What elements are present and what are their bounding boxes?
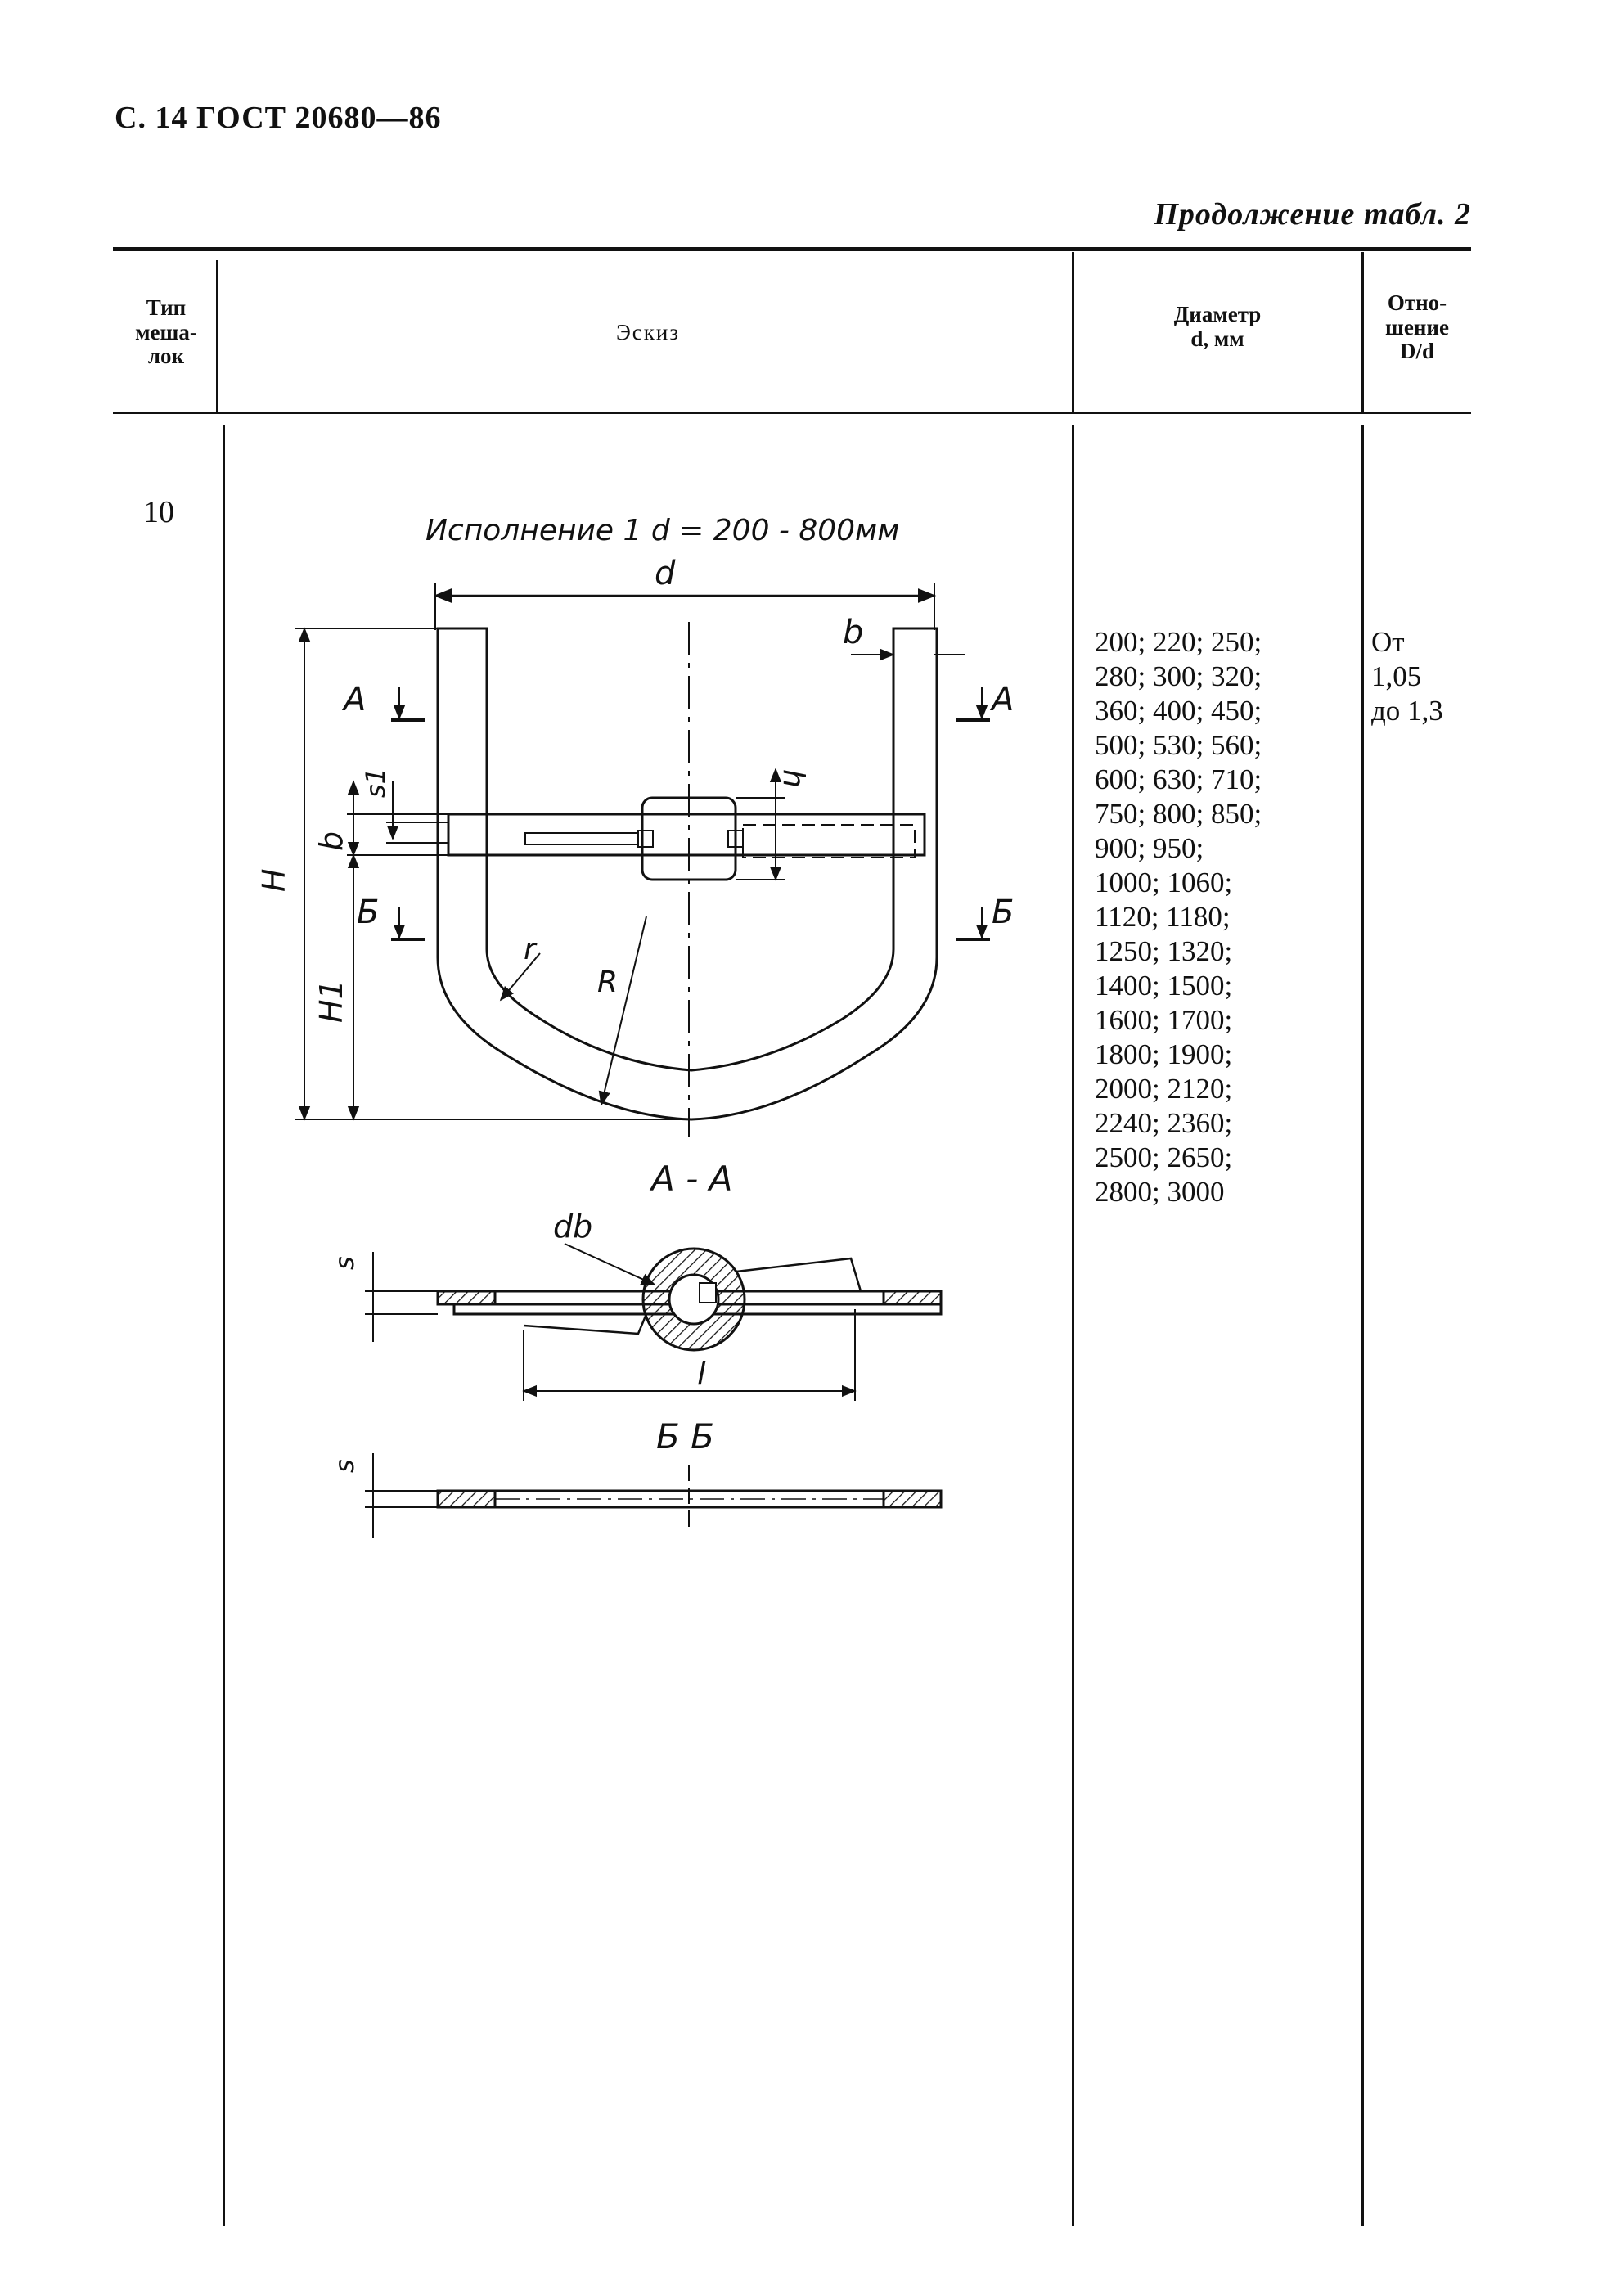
label-s1: s1 xyxy=(360,768,391,798)
label-B-right: Б xyxy=(992,894,1014,931)
column-header-sketch: Эскиз xyxy=(615,320,681,344)
label-s-bb: s xyxy=(329,1459,360,1473)
section-BB-title: Б Б xyxy=(656,1416,714,1456)
column-divider xyxy=(1072,252,1074,412)
arm-bar xyxy=(447,813,926,857)
mixer-type-number: 10 xyxy=(143,495,174,529)
section-AA-title: А - А xyxy=(649,1159,732,1199)
column-header-ratio: Отно- шение D/d xyxy=(1385,290,1449,364)
label-l: l xyxy=(697,1356,706,1392)
table-header-rule xyxy=(113,412,1471,414)
sketch-caption: Исполнение 1 d = 200 - 800мм xyxy=(425,514,899,547)
label-R: R xyxy=(597,966,618,999)
diameter-list: 200; 220; 250; 280; 300; 320; 360; 400; … xyxy=(1095,626,1262,1208)
page-header: С. 14 ГОСТ 20680—86 xyxy=(115,101,442,135)
table-continuation-label: Продолжение табл. 2 xyxy=(1154,197,1471,232)
label-b-side: b xyxy=(313,831,349,851)
table-top-rule xyxy=(113,247,1471,251)
column-header-diameter: Диаметр d, мм xyxy=(1173,302,1262,351)
column-divider xyxy=(1361,252,1364,412)
label-d: d xyxy=(655,555,676,592)
column-divider xyxy=(223,425,225,2226)
ratio-value: От 1,05 до 1,3 xyxy=(1371,626,1443,727)
label-H1: H1 xyxy=(313,979,349,1023)
column-header-type: Тип меша- лок xyxy=(135,295,197,369)
blade-outline xyxy=(436,627,938,1121)
label-h: h xyxy=(776,769,810,788)
label-b-top: b xyxy=(843,614,863,651)
column-divider xyxy=(216,260,218,412)
column-divider xyxy=(1072,425,1074,2226)
column-divider xyxy=(1361,425,1364,2226)
label-db: db xyxy=(553,1209,592,1245)
label-s-aa: s xyxy=(329,1256,360,1270)
label-A-right: А xyxy=(989,681,1014,718)
hub xyxy=(641,796,737,881)
label-r: r xyxy=(524,933,538,966)
label-B-left: Б xyxy=(357,894,379,931)
label-A-left: А xyxy=(341,681,366,718)
label-H: H xyxy=(256,868,292,892)
